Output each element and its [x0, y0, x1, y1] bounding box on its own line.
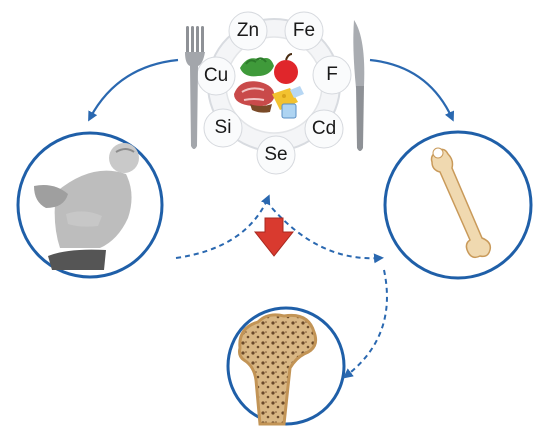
element-label-cu: Cu — [203, 65, 229, 86]
person-stomach-pain-icon — [34, 143, 139, 270]
element-bubble — [312, 55, 352, 95]
element-label-f: F — [326, 64, 338, 85]
femur-bone-icon — [430, 147, 492, 259]
arrow-plate-to-left — [88, 58, 179, 122]
element-bubble — [284, 11, 324, 51]
bone-cross-section-icon — [238, 313, 318, 426]
fork-icon — [185, 26, 205, 149]
element-bubble — [203, 108, 243, 148]
dashed-arrow-left-to-center — [175, 194, 271, 259]
arrow-plate-to-right — [369, 58, 455, 122]
element-bubble — [304, 109, 344, 149]
element-label-si: Si — [214, 117, 232, 138]
element-label-cd: Cd — [311, 118, 337, 139]
element-label-zn: Zn — [236, 20, 260, 41]
plate-group — [196, 11, 352, 175]
element-bubble — [256, 135, 296, 175]
down-arrow-icon — [253, 217, 295, 257]
element-bubble — [228, 11, 268, 51]
dashed-arrow-right-to-bottom — [342, 269, 388, 379]
element-label-fe: Fe — [292, 20, 316, 41]
dashed-arrow-center-to-right — [271, 207, 384, 264]
knife-icon — [353, 20, 365, 151]
food-icon — [234, 53, 304, 119]
element-label-se: Se — [264, 144, 288, 165]
